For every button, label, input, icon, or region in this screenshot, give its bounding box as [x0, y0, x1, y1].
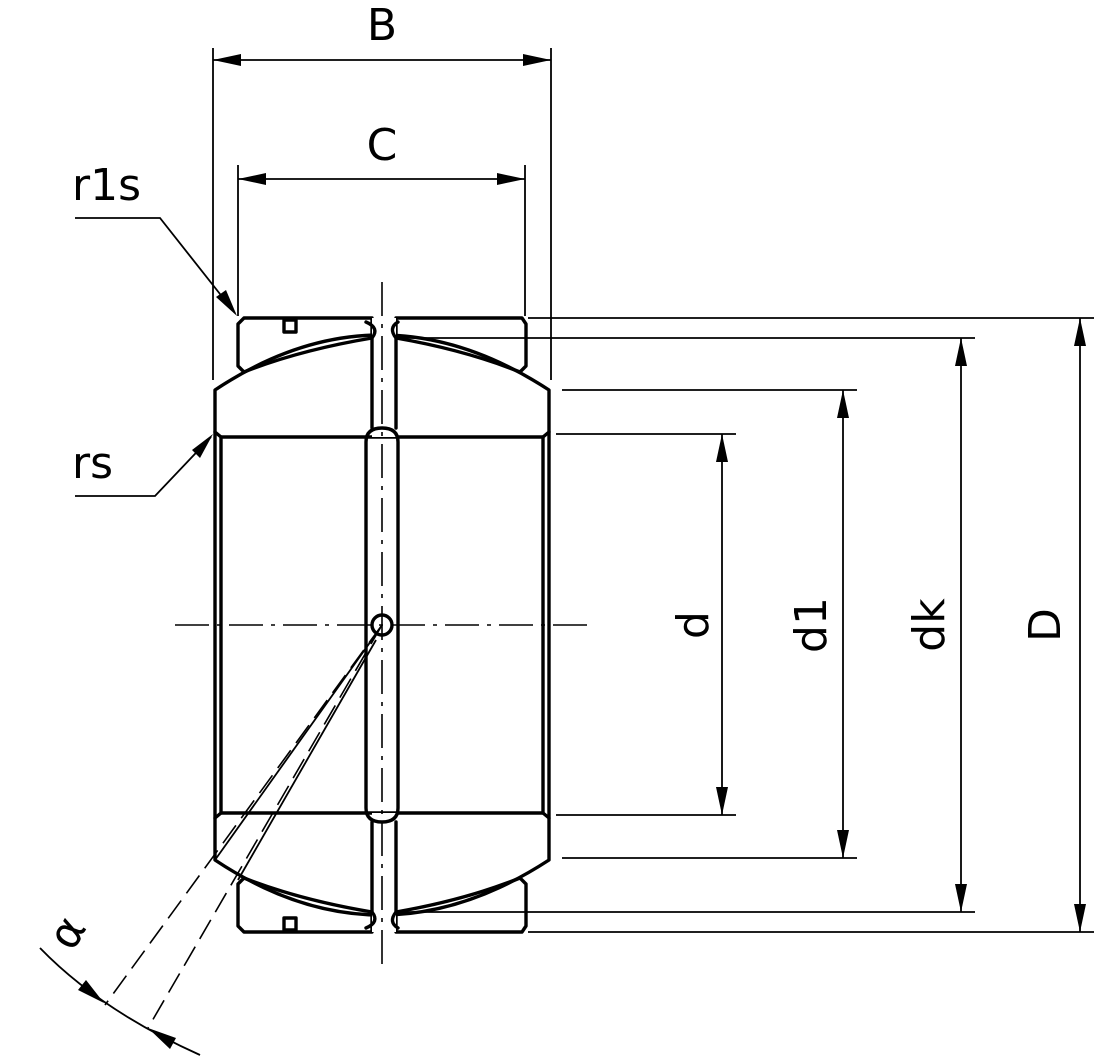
label-d1: d1 [786, 597, 837, 653]
label-dk: dk [904, 598, 955, 652]
dimension-C [237, 165, 526, 316]
extension-lines [398, 317, 1094, 933]
tilt-angle-lines [39, 624, 383, 1056]
label-rs: rs [72, 438, 113, 489]
label-C: C [367, 120, 398, 171]
outer-ring-bottom-right [394, 876, 528, 934]
dimension-d [716, 434, 728, 815]
dimension-D [1074, 318, 1086, 932]
dimension-B [212, 48, 552, 380]
label-D: D [1020, 608, 1071, 642]
label-r1s: r1s [72, 160, 141, 211]
leader-r1s [75, 217, 237, 316]
outer-ring-top-right [394, 316, 528, 374]
seal-notch-bottom [282, 916, 298, 932]
leader-rs [75, 434, 213, 497]
label-d: d [668, 611, 719, 639]
dimension-d1 [837, 390, 849, 858]
label-B: B [367, 0, 397, 51]
dimension-dk [955, 338, 967, 912]
lubrication-channel [364, 318, 400, 932]
label-alpha: α [38, 907, 97, 958]
seal-notch-top [282, 318, 298, 334]
